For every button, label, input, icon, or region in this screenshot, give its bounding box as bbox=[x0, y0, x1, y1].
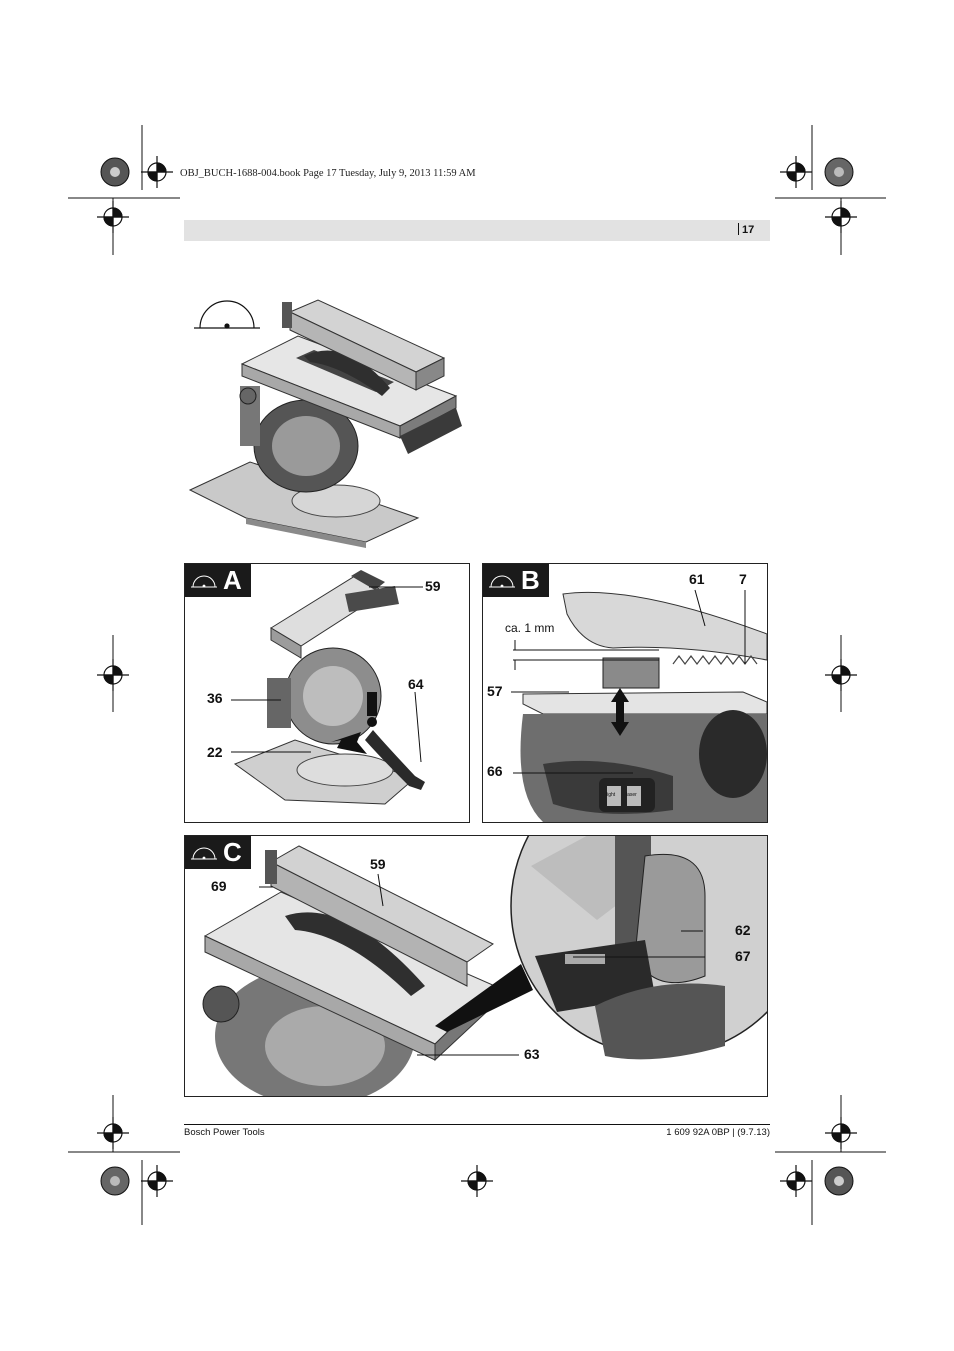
figure-a-illustration bbox=[231, 570, 425, 805]
callout-22: 22 bbox=[207, 744, 223, 760]
table-mode-icon bbox=[191, 847, 217, 860]
footer-rule bbox=[184, 1124, 770, 1125]
callout-61: 61 bbox=[689, 571, 705, 587]
callout-57: 57 bbox=[487, 683, 503, 699]
print-info-line: OBJ_BUCH-1688-004.book Page 17 Tuesday, … bbox=[180, 168, 476, 179]
figure-c-illustration bbox=[202, 836, 767, 1096]
figure-c: C 59 69 62 67 bbox=[184, 835, 768, 1097]
overview-saw-illustration bbox=[188, 299, 462, 548]
footer-doc-code: 1 609 92A 0BP | (9.7.13) bbox=[666, 1127, 770, 1138]
figure-b-letter: B bbox=[521, 565, 540, 595]
callout-59: 59 bbox=[370, 856, 386, 872]
callout-36: 36 bbox=[207, 690, 223, 706]
callout-64: 64 bbox=[408, 676, 424, 692]
figure-a-letter: A bbox=[223, 565, 242, 595]
footer-publisher: Bosch Power Tools bbox=[184, 1127, 265, 1138]
switch-label-light: light bbox=[606, 792, 616, 798]
callout-69: 69 bbox=[211, 878, 227, 894]
callout-7: 7 bbox=[739, 571, 747, 587]
table-mode-icon bbox=[194, 300, 260, 329]
table-mode-icon bbox=[489, 575, 515, 588]
figure-a-tag: A bbox=[185, 564, 251, 597]
dimension-label: ca. 1 mm bbox=[505, 621, 555, 635]
figure-c-letter: C bbox=[223, 837, 242, 867]
figure-c-tag: C bbox=[185, 836, 251, 869]
figure-a: A 59 64 36 22 bbox=[184, 563, 470, 823]
callout-63: 63 bbox=[524, 1046, 540, 1062]
figure-b: B 61 7 57 bbox=[482, 563, 768, 823]
switch-label-laser: laser bbox=[626, 792, 637, 798]
page-number: 17 bbox=[738, 223, 754, 236]
callout-62: 62 bbox=[735, 922, 751, 938]
callout-67: 67 bbox=[735, 948, 751, 964]
page-number-value: 17 bbox=[742, 224, 755, 236]
callout-66: 66 bbox=[487, 763, 503, 779]
figure-b-tag: B bbox=[483, 564, 549, 597]
table-mode-icon bbox=[191, 575, 217, 588]
header-band bbox=[184, 220, 770, 241]
callout-59: 59 bbox=[425, 578, 441, 594]
figure-b-illustration bbox=[511, 589, 767, 822]
